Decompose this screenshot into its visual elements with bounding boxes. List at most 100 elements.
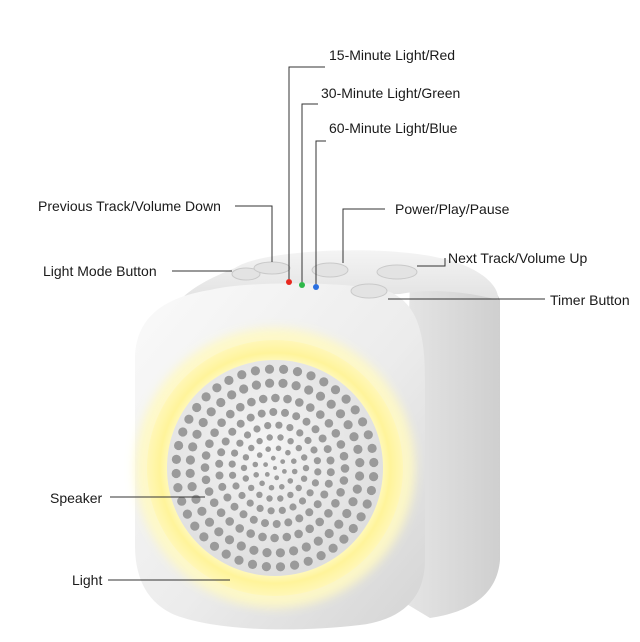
grille-hole <box>292 412 301 421</box>
grille-hole <box>306 489 314 497</box>
grille-hole <box>318 434 327 443</box>
grille-hole <box>228 427 237 436</box>
grille-hole <box>256 437 263 445</box>
grille-hole <box>259 480 265 487</box>
leader-prev <box>235 205 273 262</box>
grille-hole <box>256 452 263 458</box>
grille-hole <box>224 375 234 385</box>
next-track-button[interactable] <box>376 264 418 280</box>
grille-hole <box>173 483 183 493</box>
grille-hole <box>214 527 224 537</box>
grille-hole <box>289 503 297 511</box>
grille-hole <box>209 498 219 508</box>
grille-hole <box>201 392 211 402</box>
grille-hole <box>277 495 284 502</box>
grille-hole <box>369 457 379 468</box>
grille-hole <box>271 393 280 403</box>
grille-hole <box>281 408 289 417</box>
grille-hole <box>303 556 313 566</box>
light-mode-button[interactable] <box>231 267 261 281</box>
grille-hole <box>228 460 236 468</box>
grille-hole <box>182 509 192 519</box>
grille-hole <box>218 482 227 491</box>
grille-hole <box>301 454 308 461</box>
grille-hole <box>249 515 258 524</box>
blue-indicator-light <box>313 284 319 290</box>
grille-hole <box>187 482 197 492</box>
leader-lines <box>108 66 545 581</box>
grille-hole <box>264 422 272 430</box>
grille-hole <box>313 500 322 509</box>
grille-hole <box>291 458 297 465</box>
grille-hole <box>298 497 307 505</box>
grille-hole <box>340 464 350 473</box>
grille-hole <box>341 394 351 404</box>
grille-hole <box>234 555 244 565</box>
grille-hole <box>229 471 237 479</box>
grille-hole <box>251 380 261 390</box>
timer-label: Timer Button <box>550 292 630 308</box>
grille-hole <box>246 413 255 422</box>
grille-hole <box>199 532 209 542</box>
red-light-label: 15-Minute Light/Red <box>329 47 456 63</box>
power-button[interactable] <box>311 262 349 278</box>
grille-hole <box>363 430 373 440</box>
light-label: Light <box>72 572 103 588</box>
grille-hole <box>265 378 275 388</box>
grille-hole <box>217 418 226 428</box>
leader-red <box>288 66 325 279</box>
grille-hole <box>238 491 246 500</box>
grille-hole <box>267 507 275 515</box>
grille-hole <box>249 545 259 555</box>
grille-hole <box>263 462 268 467</box>
grille-hole <box>261 519 269 528</box>
grille-hole <box>198 417 208 428</box>
grille-hole <box>335 409 346 419</box>
grille-hole <box>320 490 329 499</box>
grille-hole <box>314 468 322 476</box>
grille-hole <box>330 385 341 395</box>
grille-hole <box>258 532 267 542</box>
grille-hole <box>355 458 365 468</box>
grille-hole <box>210 428 219 438</box>
grille-hole <box>190 521 200 531</box>
green-indicator-light <box>299 282 305 288</box>
grille-hole <box>177 496 187 506</box>
grille-hole <box>334 519 344 529</box>
grille-hole <box>239 384 249 394</box>
grille-hole <box>236 439 244 447</box>
grille-hole <box>278 506 286 514</box>
grille-hole <box>246 499 254 507</box>
grille-hole <box>350 405 360 415</box>
grille-hole <box>226 409 235 419</box>
grille-hole <box>310 446 318 454</box>
grille-hole <box>275 548 285 558</box>
grille-hole <box>212 383 222 393</box>
grille-hole <box>292 367 303 377</box>
leader-green <box>301 103 318 282</box>
grille-hole <box>261 562 271 572</box>
grille-hole <box>295 514 304 523</box>
grille-hole <box>304 385 314 395</box>
grille-hole <box>237 370 247 380</box>
grille-hole <box>316 551 326 561</box>
grille-hole <box>352 484 362 494</box>
red-indicator-light <box>286 279 292 285</box>
grille-hole <box>247 559 258 570</box>
grille-hole <box>184 414 194 424</box>
leader-power <box>342 208 385 263</box>
prev-track-label: Previous Track/Volume Down <box>38 198 221 214</box>
prev-track-button[interactable] <box>253 261 291 275</box>
grille-hole <box>324 479 333 488</box>
grille-hole <box>231 449 239 457</box>
timer-button[interactable] <box>350 283 388 299</box>
grille-hole <box>274 475 280 481</box>
grille-hole <box>311 425 320 434</box>
grille-hole <box>369 472 379 482</box>
grille-hole <box>278 378 288 388</box>
grille-hole <box>323 445 332 454</box>
grille-hole <box>256 504 264 512</box>
grille-hole <box>287 478 294 484</box>
grille-hole <box>301 542 311 552</box>
